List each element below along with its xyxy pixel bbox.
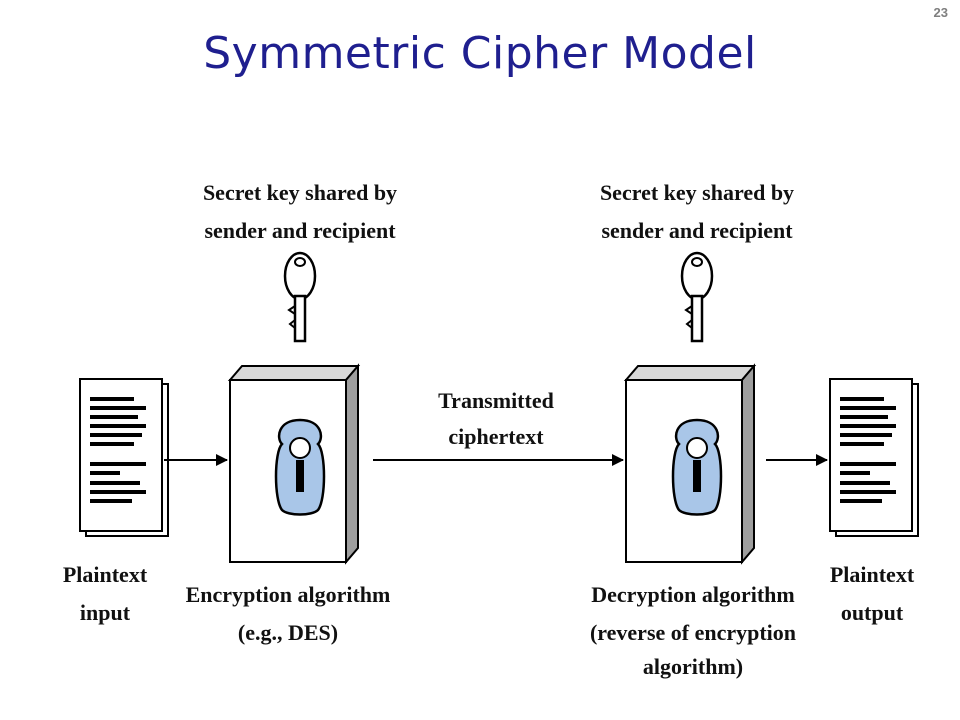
key-right-label-line2: sender and recipient bbox=[601, 218, 793, 243]
decryption-label-line3: algorithm) bbox=[643, 654, 743, 679]
key-left-label-line1: Secret key shared by bbox=[203, 180, 397, 205]
decryption-label-line1: Decryption algorithm bbox=[591, 582, 794, 607]
key-left-label-line2: sender and recipient bbox=[204, 218, 396, 243]
key-icon-right bbox=[680, 251, 714, 343]
encryption-lock-icon bbox=[274, 418, 326, 516]
channel-label-line2: ciphertext bbox=[448, 424, 544, 449]
plaintext-input-label-line1: Plaintext bbox=[63, 562, 148, 587]
key-icon-left bbox=[283, 251, 317, 343]
encryption-label-line2: (e.g., DES) bbox=[238, 620, 338, 645]
plaintext-output-label-line1: Plaintext bbox=[830, 562, 915, 587]
plaintext-output-document-icon bbox=[829, 378, 919, 537]
decryption-label-line2: (reverse of encryption bbox=[590, 620, 796, 645]
encryption-label-line1: Encryption algorithm bbox=[186, 582, 391, 607]
decryption-lock-icon bbox=[671, 418, 723, 516]
key-right-label-line1: Secret key shared by bbox=[600, 180, 794, 205]
plaintext-input-document-icon bbox=[79, 378, 169, 537]
channel-label-line1: Transmitted bbox=[438, 388, 554, 413]
plaintext-output-label-line2: output bbox=[841, 600, 904, 625]
slide-number: 23 bbox=[933, 5, 948, 20]
slide-title: Symmetric Cipher Model bbox=[203, 28, 757, 79]
decryption-algorithm-box bbox=[623, 363, 757, 565]
plaintext-input-label-line2: input bbox=[80, 600, 131, 625]
